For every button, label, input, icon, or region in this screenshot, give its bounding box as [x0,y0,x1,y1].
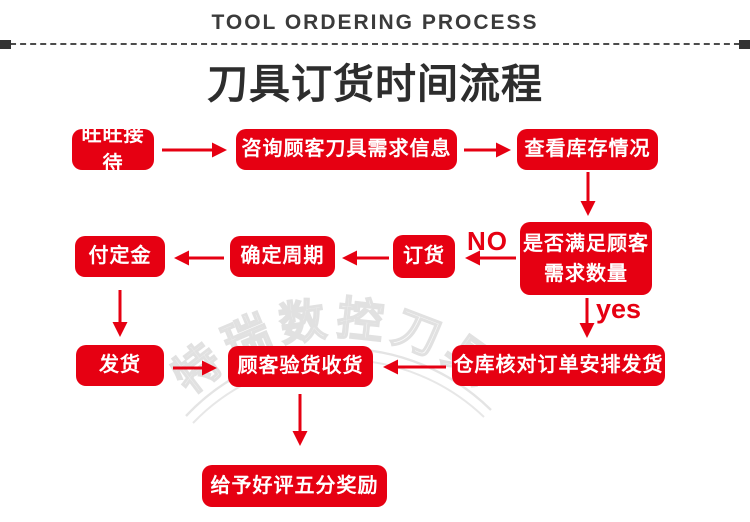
flow-node-reception: 旺旺接待 [72,124,154,175]
flow-node-review: 给予好评五分奖励 [202,465,387,507]
flow-node-confirm-cycle: 确定周期 [230,236,335,277]
branch-label-no: NO [467,226,508,256]
divider-end-cap-right [739,40,750,49]
flow-node-meet-demand: 是否满足顾客 需求数量 [520,222,652,295]
page-title-english: TOOL ORDERING PROCESS [211,11,539,34]
divider-end-cap-left [0,40,11,49]
page-title-chinese: 刀具订货时间流程 [207,61,543,107]
flow-node-order: 订货 [393,235,455,278]
flow-node-meet-demand-line2: 需求数量 [544,262,628,285]
branch-label-yes: yes [596,294,642,324]
flow-node-check-stock: 查看库存情况 [517,129,658,170]
flow-node-consult: 咨询顾客刀具需求信息 [236,129,457,170]
dashed-divider-line [0,43,750,45]
flow-node-warehouse: 仓库核对订单安排发货 [452,345,665,386]
flow-node-ship: 发货 [76,345,164,386]
flow-node-inspect: 顾客验货收货 [228,346,373,387]
flow-node-deposit: 付定金 [75,236,165,277]
flow-node-meet-demand-line1: 是否满足顾客 [523,232,649,255]
